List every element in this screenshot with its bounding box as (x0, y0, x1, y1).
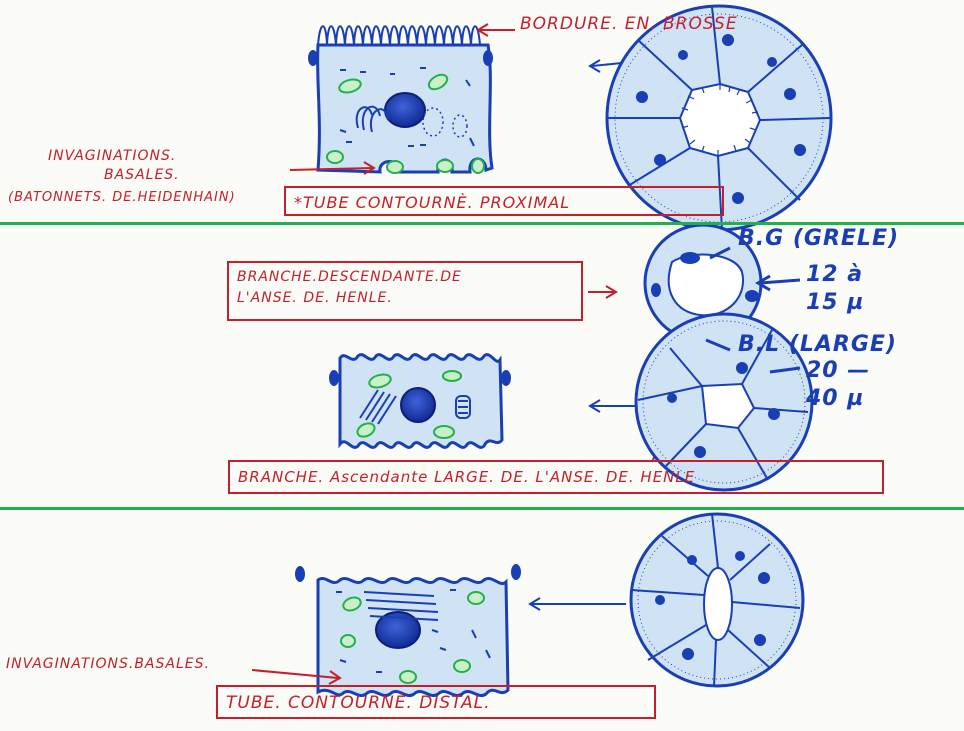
junction-dot (483, 50, 493, 66)
thin-limb-cross-section (643, 223, 763, 343)
red-arrow-s3 (251, 669, 342, 685)
label-basal-invaginations: INVAGINATIONS. (48, 148, 177, 164)
label-basal: BASALES. (104, 167, 180, 183)
blue-pointers-s2 (709, 246, 801, 292)
thin-limb-size-2: 15 µ (806, 290, 865, 315)
mitochondria (326, 73, 485, 174)
granules (339, 67, 475, 147)
distal-tubule-title: TUBE. CONTOURNÈ. DISTAL. (216, 685, 656, 719)
proximal-cell (308, 25, 494, 174)
ascending-limb-box: BRANCHE. Ascendante LARGE. DE. L'ANSE. D… (228, 460, 884, 494)
rough-er (355, 105, 389, 133)
brush-border (317, 25, 481, 46)
proximal-cross-section (605, 4, 833, 232)
junction-dot (308, 50, 318, 66)
blue-arrow-s2 (588, 399, 636, 413)
vesicles (422, 107, 468, 138)
thin-limb-size-1: 12 à (806, 262, 864, 287)
green-separator (0, 222, 964, 225)
descending-limb-line2: L'ANSE. DE. HENLE. (237, 290, 393, 306)
nucleus (384, 92, 426, 128)
wide-limb-size-1: 20 — (806, 358, 871, 383)
blue-arrow-s3 (528, 597, 626, 611)
label-distal-basal-invaginations: INVAGINATIONS.BASALES. (6, 656, 210, 672)
descending-limb-box: BRANCHE.DESCENDANTE.DE L'ANSE. DE. HENLE… (227, 261, 583, 321)
distal-cell (295, 564, 521, 697)
distal-cross-section (629, 512, 805, 688)
label-brush-border: BORDURE. EN. BROSSE (520, 14, 738, 34)
ascending-limb-cell (329, 353, 511, 449)
label-heidenhain-rods: (BATONNETS. DE.HEIDENHAIN) (8, 190, 236, 205)
descending-limb-line1: BRANCHE.DESCENDANTE.DE (237, 269, 462, 285)
green-separator (0, 507, 964, 510)
wide-limb-size-2: 40 µ (806, 386, 865, 411)
wide-limb-cross-section (634, 312, 814, 492)
proximal-tubule-title: *TUBE CONTOURNÈ. PROXIMAL (284, 186, 724, 216)
blue-pointers-s2b (705, 338, 801, 374)
thin-limb-label: B.G (GRELE) (738, 226, 900, 251)
wide-limb-label: B.L (LARGE) (738, 332, 897, 357)
